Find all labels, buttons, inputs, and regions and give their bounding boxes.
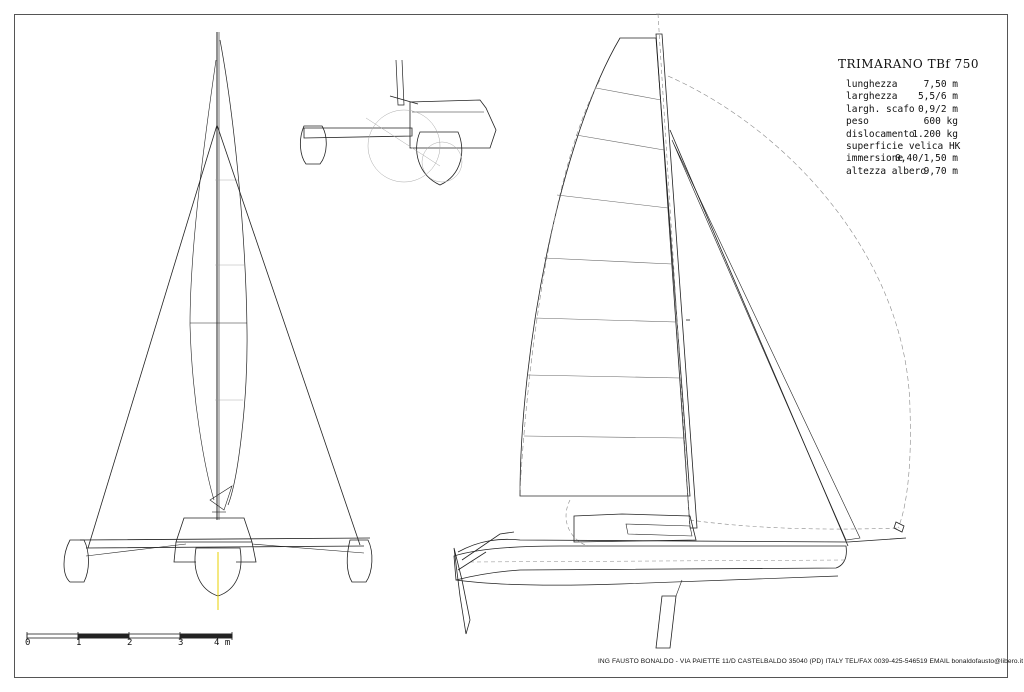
scale-bar: [26, 632, 233, 640]
spec-value: 9,70 m: [923, 165, 958, 177]
spec-value: 5,5/6 m: [917, 91, 958, 103]
front-view: [63, 32, 373, 610]
spec-row: superficie velica HK: [846, 140, 961, 153]
spec-value: 0,40/1,50 m: [895, 153, 958, 165]
scale-tick-label: 1: [76, 638, 82, 648]
spec-value: 7,50 m: [923, 79, 958, 90]
spec-label: lunghezza: [846, 79, 898, 90]
spec-value: 1.200 kg: [912, 128, 958, 140]
scale-tick-label: 2: [127, 638, 133, 648]
spec-row: larghezza 5,5/6 m: [846, 91, 958, 103]
spec-value: 0,9/2 m: [917, 103, 958, 115]
drawing-frame: [14, 14, 1008, 678]
side-view: [453, 13, 911, 649]
drawing-title: TRIMARANO TBf 750: [838, 57, 980, 71]
spec-label: peso: [846, 116, 869, 128]
spec-label: larghezza: [846, 91, 898, 103]
spec-value: 600 kg: [923, 116, 958, 128]
spec-label: largh. scafo: [846, 103, 915, 115]
spec-label: immersione: [846, 153, 904, 165]
spec-label: superficie velica HK: [846, 140, 961, 152]
scale-tick-label: 0: [25, 638, 31, 648]
spec-row: peso 600 kg: [846, 116, 958, 128]
scale-tick-label: 3: [178, 638, 184, 648]
section-view: [300, 59, 497, 186]
spec-row: lunghezza 7,50 m: [846, 79, 958, 91]
scale-tick-label: 4 m: [214, 638, 231, 648]
spec-label: dislocamento: [846, 128, 915, 140]
spec-label: altezza albero: [846, 165, 927, 177]
designer-footer: ING FAUSTO BONALDO - VIA PAIETTE 11/D CA…: [598, 658, 1024, 665]
spec-list: lunghezza 7,50 m larghezza 5,5/6 m largh. …: [846, 79, 961, 178]
